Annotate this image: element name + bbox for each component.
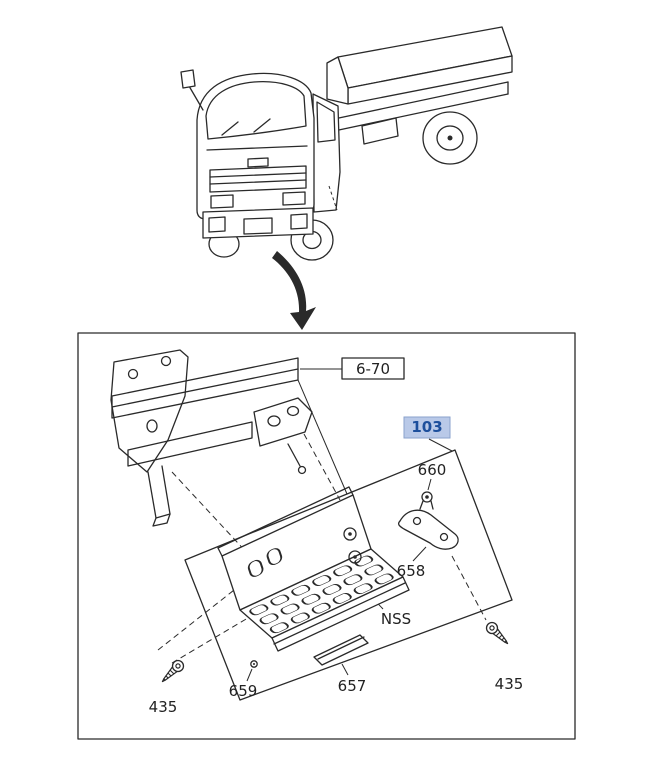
step-location-hint [328,185,338,211]
front-badge [247,157,269,168]
bracket-part-658-drawing [397,509,459,550]
wiper-right [253,118,271,133]
under-bed-box [361,117,399,145]
callout-435-right: 435 [495,675,524,693]
cab-front-face [196,72,315,220]
truck-illustration [180,26,513,261]
cab-side-window [316,101,336,143]
zoom-pointer-arrow [272,251,316,330]
grille [209,165,307,193]
truck-bed [319,26,513,145]
callout-658: 658 [397,562,426,580]
callout-nss: NSS [381,610,411,628]
callout-660: 660 [418,461,447,479]
mount-grommet-lower [348,550,362,564]
wiper-left [221,121,239,136]
headlight-left [210,194,234,209]
callout-103-selected[interactable]: 103 [403,416,451,439]
truck-cab [180,69,341,261]
tread-holes [249,555,394,634]
callout-657: 657 [338,677,367,695]
windshield [205,81,307,140]
truck-rear-wheel [422,111,478,165]
step-assembly-part [217,486,410,652]
callout-659: 659 [229,682,258,700]
mount-grommet-upper [343,527,357,541]
callout-6-70-label[interactable]: 6-70 [356,360,390,378]
mirror-arm [188,85,204,111]
callout-103-label[interactable]: 103 [411,418,442,436]
grommet-part-659-drawing [250,660,258,668]
mirror [180,69,196,89]
clip-part-660-drawing [419,491,434,510]
headlight-right [282,191,306,206]
assembly-boundary [184,449,513,701]
pad-part-657-drawing [313,634,369,666]
step-front-lip [271,576,410,652]
callout-6-70[interactable]: 6-70 [341,357,405,380]
license-plate [243,217,273,235]
callout-435-left: 435 [149,698,178,716]
detail-panel: 6-70 103 660 658 NSS 657 659 435 435 [77,332,576,740]
bumper [202,207,314,239]
